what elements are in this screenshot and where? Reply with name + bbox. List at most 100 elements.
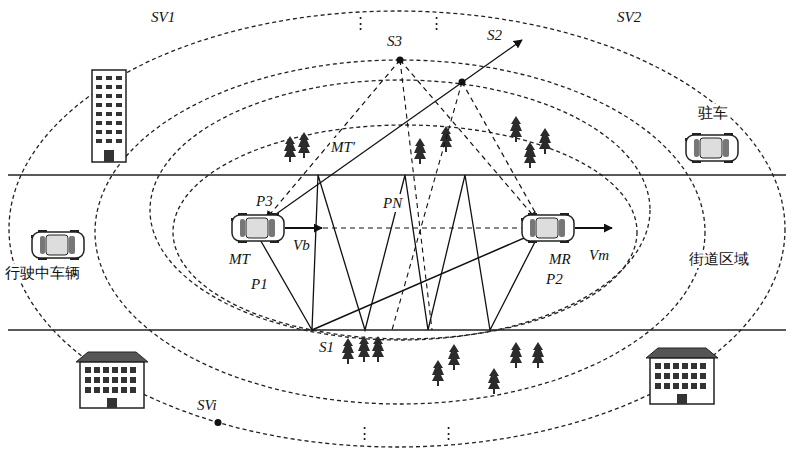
house-window xyxy=(673,373,679,379)
house-window xyxy=(103,367,109,373)
symbol-label: PN xyxy=(382,194,403,212)
tree-trunk xyxy=(437,381,439,386)
tree-crown xyxy=(284,136,296,157)
symbol-label: Vb xyxy=(292,236,311,254)
tree-trunk xyxy=(515,363,517,368)
tower-building xyxy=(92,70,126,162)
building-window xyxy=(96,130,102,134)
building-window xyxy=(116,139,122,143)
building-window xyxy=(116,121,122,125)
tree-trunk xyxy=(515,137,517,142)
house-window xyxy=(121,377,127,383)
velocity-arrow xyxy=(285,227,322,229)
house-window xyxy=(112,387,118,393)
house-window xyxy=(121,367,127,373)
tree-crown xyxy=(510,342,522,363)
los-path xyxy=(287,227,532,228)
house-window xyxy=(85,367,91,373)
house-roof xyxy=(76,352,148,362)
tree-trunk xyxy=(445,147,447,152)
building-window xyxy=(116,94,122,98)
car-body xyxy=(686,135,738,161)
building-window xyxy=(106,130,112,134)
building-window xyxy=(106,103,112,107)
building-window xyxy=(106,85,112,89)
tree-trunk xyxy=(544,149,546,154)
symbol-label: S1 xyxy=(318,338,335,356)
house-window xyxy=(691,363,697,369)
scatter-ray xyxy=(462,82,540,221)
symbol-label: P2 xyxy=(545,270,564,288)
house-window xyxy=(682,373,688,379)
house-window xyxy=(85,377,91,383)
house-window xyxy=(673,383,679,389)
tree-crown xyxy=(414,138,426,159)
tree-trunk xyxy=(303,153,305,158)
house-window xyxy=(94,367,100,373)
car-icon xyxy=(521,213,574,243)
symbol-label: SV1 xyxy=(150,8,176,26)
tree-crown xyxy=(539,128,551,149)
car-windshield xyxy=(723,139,729,157)
house-window xyxy=(94,377,100,383)
tree-crown xyxy=(440,126,452,147)
house-door xyxy=(107,398,117,408)
symbol-label: S2 xyxy=(486,26,503,44)
building-window xyxy=(116,130,122,134)
house-window xyxy=(700,363,706,369)
region-label: 街道区域 xyxy=(688,250,750,268)
building-window xyxy=(106,121,112,125)
car-body xyxy=(32,232,84,258)
house-window xyxy=(130,377,136,383)
building-window xyxy=(116,76,122,80)
house-window xyxy=(655,373,661,379)
ellipsis-mark: ⋮ xyxy=(352,14,369,32)
ellipsis-mark: ⋮ xyxy=(428,14,445,32)
car-rear-window xyxy=(240,219,245,237)
tree-trunk xyxy=(363,357,365,362)
car-icon xyxy=(231,213,284,243)
symbol-label: MR xyxy=(548,250,572,268)
house-window xyxy=(691,383,697,389)
car-windshield xyxy=(269,219,275,237)
car-roof xyxy=(246,218,268,238)
house-window xyxy=(94,387,100,393)
building-window xyxy=(96,103,102,107)
building-window xyxy=(106,76,112,80)
building-group xyxy=(76,70,718,408)
tree-trunk xyxy=(453,365,455,370)
tree-crown xyxy=(298,132,310,153)
building-window xyxy=(116,85,122,89)
tree-crown xyxy=(488,368,500,389)
scatterer-dot xyxy=(215,419,222,426)
scatter-ellipse xyxy=(150,80,650,340)
tree-crown xyxy=(532,342,544,363)
house-window xyxy=(112,367,118,373)
house-window xyxy=(664,363,670,369)
tree-crown xyxy=(510,116,522,137)
building-window xyxy=(96,139,102,143)
house-window xyxy=(130,367,136,373)
tree-trunk xyxy=(537,363,539,368)
region-label: 驻车 xyxy=(697,104,729,122)
car-rear-window xyxy=(530,219,535,237)
house-window xyxy=(655,363,661,369)
house-window xyxy=(130,387,136,393)
street-edge xyxy=(8,174,786,175)
building-window xyxy=(96,121,102,125)
house-window xyxy=(112,377,118,383)
scatter-ellipse xyxy=(9,11,785,447)
building-window xyxy=(96,85,102,89)
symbol-label: SV2 xyxy=(616,8,642,26)
symbol-label: MT xyxy=(228,250,251,268)
car-roof xyxy=(46,235,68,255)
scatterer-dot xyxy=(397,57,404,64)
region-label: 行驶中车辆 xyxy=(4,264,81,282)
tree-crown xyxy=(372,336,384,357)
car-rear-window xyxy=(694,139,699,157)
scatter-ellipse xyxy=(95,60,705,404)
building-window xyxy=(106,112,112,116)
building-door xyxy=(104,150,114,162)
tree-trunk xyxy=(377,357,379,362)
